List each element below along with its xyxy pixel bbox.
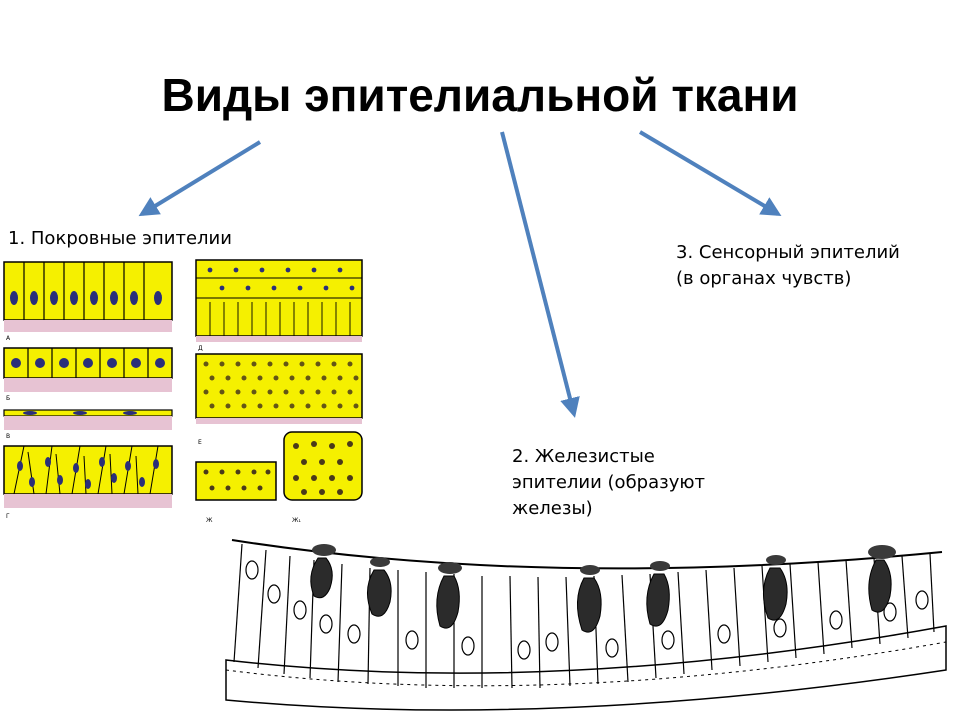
panel-e-stratified-squamous-epithelium [195,353,363,424]
glandular-label-line2: эпителии (образуют [512,472,705,493]
panel-letter-g: Г [6,513,10,520]
panel-letter-zh: Ж [206,517,213,524]
panel-letter-a: А [6,335,11,342]
panel-zh-transitional-epithelium [195,461,277,501]
sensory-label-line1: 3. Сенсорный эпителий [676,242,900,263]
panel-letter-d: Д [198,345,203,352]
panel-letter-zh1: Ж₁ [292,517,301,524]
panel-a-columnar-epithelium [3,261,173,332]
covering-label-text: 1. Покровные эпителии [8,228,232,249]
glandular-epithelium-drawing [225,539,947,711]
panel-letter-e: Е [198,439,202,446]
panel-d-stratified-epithelium [195,259,363,342]
sensory-label-line2: (в органах чувств) [676,268,852,289]
glandular-epithelium-label: 2. Железистые эпителии (образуют железы) [512,444,705,522]
covering-epithelium-label: 1. Покровные эпителии [8,226,232,252]
panel-b-cuboidal-epithelium [3,347,173,392]
covering-epithelium-figure: А Б В [3,259,363,524]
sensory-epithelium-label: 3. Сенсорный эпителий (в органах чувств) [676,240,900,292]
panel-letter-v: В [6,433,10,440]
glandular-label-line1: 2. Железистые [512,446,655,467]
arrow-to-glandular [500,131,580,418]
panel-v-squamous-epithelium [3,409,173,430]
arrow-to-covering [138,140,262,217]
panel-zh1-transitional-epithelium [283,431,363,501]
glandular-label-line3: железы) [512,498,593,519]
panel-g-pseudostratified-epithelium [3,445,173,508]
panel-letter-b: Б [6,395,10,402]
arrow-to-sensory [638,130,782,217]
slide-title: Виды эпителиальной ткани [161,69,799,121]
